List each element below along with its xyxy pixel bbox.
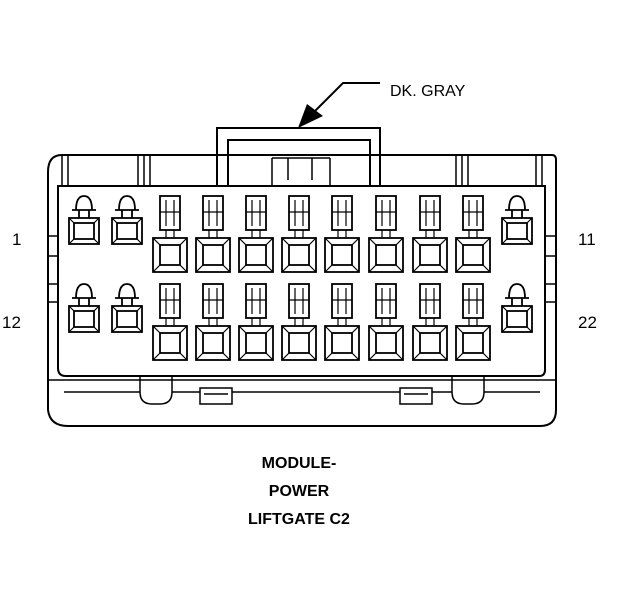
connector-title-line-3: LIFTGATE C2: [248, 511, 350, 528]
terminal-cavity-11: [501, 195, 533, 245]
terminal-cavity-9: [412, 195, 448, 273]
housing-inner-cavity: [57, 185, 546, 377]
pin-label-1: 1: [12, 230, 21, 249]
terminal-cavity-3: [152, 195, 188, 273]
terminal-cavity-13: [111, 283, 143, 333]
connector-title-line-2: POWER: [269, 483, 330, 500]
callout-arrowhead: [298, 104, 323, 128]
terminal-cavity-8: [368, 195, 404, 273]
terminal-cavity-22: [501, 283, 533, 333]
terminal-cavity-21: [455, 283, 491, 361]
terminal-cavity-5: [238, 195, 274, 273]
pin-label-22: 22: [578, 313, 597, 332]
terminal-cavity-18: [324, 283, 360, 361]
callout-leader-line: [301, 82, 380, 125]
terminal-cavities: [68, 195, 533, 361]
pin-label-11: 11: [578, 230, 596, 249]
terminal-cavity-4: [195, 195, 231, 273]
terminal-cavity-20: [412, 283, 448, 361]
terminal-cavity-14: [152, 283, 188, 361]
terminal-cavity-2: [111, 195, 143, 245]
terminal-cavity-15: [195, 283, 231, 361]
wire-color-label: DK. GRAY: [390, 83, 466, 100]
terminal-cavity-12: [68, 283, 100, 333]
connector-housing: [47, 127, 557, 427]
housing-latch: [216, 127, 381, 185]
housing-outer-shell: [47, 154, 557, 427]
terminal-cavity-7: [324, 195, 360, 273]
terminal-cavity-6: [281, 195, 317, 273]
wire-color-callout: DK. GRAY: [298, 82, 466, 128]
terminal-cavity-19: [368, 283, 404, 361]
terminal-cavity-10: [455, 195, 491, 273]
connector-title-line-1: MODULE-: [262, 455, 337, 472]
terminal-cavity-16: [238, 283, 274, 361]
pin-label-12: 12: [2, 313, 21, 332]
terminal-cavity-17: [281, 283, 317, 361]
terminal-cavity-1: [68, 195, 100, 245]
